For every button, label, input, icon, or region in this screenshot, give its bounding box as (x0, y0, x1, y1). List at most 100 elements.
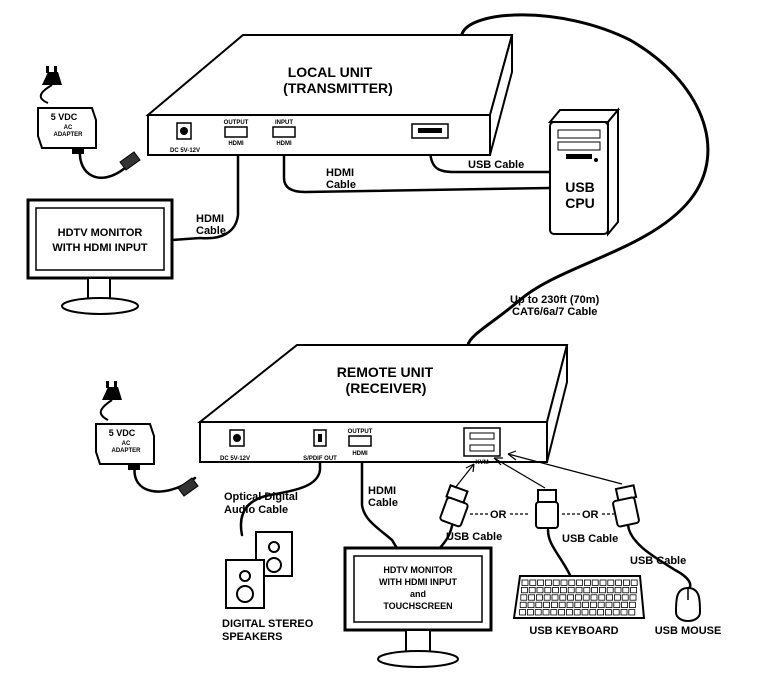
keyboard-key (527, 609, 534, 616)
keyboard-key (552, 587, 559, 594)
remote-adapter-ac: AC (122, 441, 131, 447)
keyboard-key (575, 594, 582, 601)
keyboard-usb-cable (546, 528, 572, 577)
cpu-usb-cable-label: USB Cable (468, 159, 524, 171)
optical-cable (239, 456, 322, 537)
keyboard-key (542, 609, 550, 616)
keyboard-key (543, 601, 550, 609)
usb-cpu: USB CPU (547, 107, 621, 237)
keyboard-key (536, 594, 543, 601)
local-hdmi-output-port (224, 126, 248, 138)
remote-hdmi-output-port (348, 435, 372, 447)
keyboard-key (584, 579, 591, 586)
remote-unit-subtitle: (RECEIVER) (346, 380, 427, 396)
keyboard-key (606, 587, 614, 594)
keyboard-key (597, 609, 604, 616)
keyboard-key (590, 601, 597, 609)
keyboard-key (551, 594, 559, 601)
keyboard-key (597, 601, 605, 609)
keyboard-key (568, 579, 576, 586)
kvm-port-label: KVM (475, 460, 488, 466)
keyboard-key (558, 609, 565, 616)
local-plug-icon (42, 72, 62, 85)
remote-unit: REMOTE UNIT (RECEIVER) DC 5V-12V S/PDIF … (197, 344, 569, 466)
keyboard-key (528, 594, 535, 601)
cat-cable-label-2: CAT6/6a/7 Cable (512, 306, 597, 318)
local-dc-plug (119, 151, 141, 171)
speakers-line1: DIGITAL STEREO (222, 618, 314, 630)
keyboard-key (559, 594, 567, 601)
remote-monitor-line2: WITH HDMI INPUT (379, 577, 457, 587)
keyboard-key (519, 609, 526, 616)
remote-monitor-line3: and (410, 589, 426, 599)
touch-usb-cable-label: USB Cable (446, 531, 502, 543)
cables (78, 13, 710, 592)
remote-touch-monitor: HDTV MONITOR WITH HDMI INPUT and TOUCHSC… (343, 546, 493, 668)
keyboard-key (551, 601, 558, 609)
cat-cable (460, 13, 710, 347)
keyboard-label: USB KEYBOARD (529, 625, 618, 637)
local-adapter-ac: AC (64, 125, 73, 131)
remote-ac-adapter: 5 VDC AC ADAPTER (95, 381, 199, 497)
keyboard-key (560, 587, 567, 594)
local-monitor-line2: WITH HDMI INPUT (52, 242, 148, 254)
remote-dc-plug (177, 477, 199, 497)
optical-cable-label-1: Optical Digital (224, 491, 298, 503)
local-hdmi-cable-label-1: HDMI (196, 213, 224, 225)
kvm-port (463, 427, 501, 457)
keyboard-key (622, 587, 630, 594)
local-unit-title: LOCAL UNIT (288, 64, 373, 80)
keyboard-key (543, 594, 551, 601)
keyboard-key (607, 579, 615, 586)
cpu-hdmi-cable (282, 148, 552, 194)
keyboard-key (630, 579, 638, 586)
keyboard-key (605, 609, 612, 616)
keyboard-key (614, 594, 621, 601)
keyboard-key (534, 609, 542, 616)
keyboard-key (589, 609, 597, 616)
keyboard-key (544, 587, 552, 594)
remote-unit-title: REMOTE UNIT (337, 364, 434, 380)
cpu-line2: CPU (565, 195, 595, 211)
mouse-usb-cable-label: USB Cable (630, 555, 686, 567)
local-ac-adapter: 5 VDC AC ADAPTER (37, 66, 141, 171)
optical-cable-label-2: Audio Cable (224, 504, 288, 516)
local-monitor: HDTV MONITOR WITH HDMI INPUT (26, 198, 174, 315)
local-dc-port-label: DC 5V-12V (170, 148, 200, 154)
cpu-line1: USB (565, 179, 595, 195)
local-monitor-line1: HDTV MONITOR (58, 227, 143, 239)
local-adapter-voltage: 5 VDC (51, 112, 78, 122)
local-input-port-label: HDMI (276, 141, 292, 147)
usb-plug-mouse-icon (612, 484, 640, 528)
usb-plug-touch-icon (439, 484, 469, 528)
keyboard-key (599, 587, 606, 594)
keyboard-key (614, 587, 622, 594)
local-input-label: INPUT (275, 120, 293, 126)
keyboard-keys (519, 579, 638, 616)
keyboard-key (581, 609, 589, 616)
keyboard-key (629, 601, 636, 609)
local-output-label: OUTPUT (224, 120, 249, 126)
local-unit: LOCAL UNIT (TRANSMITTER) DC 5V-12V OUTPU… (145, 34, 514, 156)
keyboard-key (605, 601, 613, 609)
keyboard-key (621, 601, 628, 609)
mouse-usb-cable (626, 523, 692, 592)
keyboard-key (613, 601, 621, 609)
keyboard-key (528, 587, 536, 594)
keyboard-key (527, 601, 535, 609)
usb-plug-keyboard-icon (535, 489, 559, 529)
keyboard-key (620, 609, 628, 616)
local-hdmi-input-port (272, 126, 296, 138)
remote-output-port-label: HDMI (352, 451, 368, 457)
keyboard-key (615, 579, 622, 586)
mouse-icon (674, 586, 702, 622)
keyboard-key (535, 601, 543, 609)
cpu-hdmi-cable-label-2: Cable (326, 179, 356, 191)
keyboard-key (630, 587, 637, 594)
remote-monitor-line1: HDTV MONITOR (383, 565, 453, 575)
or-label-left: OR (490, 509, 507, 521)
keyboard-key (566, 601, 574, 609)
local-adapter-word: ADAPTER (53, 132, 83, 138)
keyboard-key (606, 594, 613, 601)
remote-adapter-word: ADAPTER (111, 448, 141, 454)
